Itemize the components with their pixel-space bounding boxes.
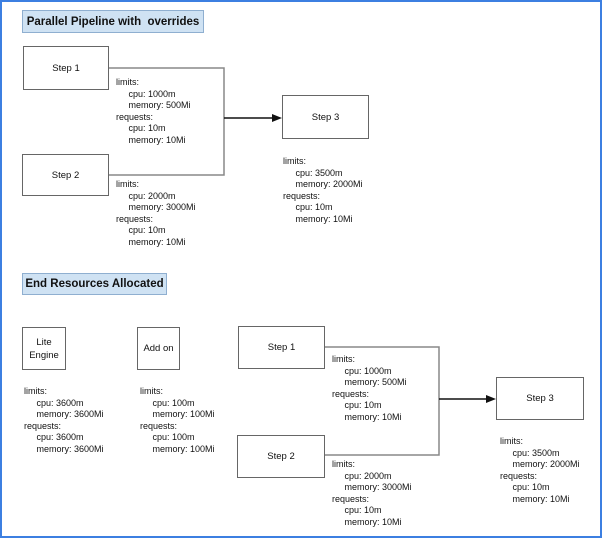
section2-add-on-resources: limits: cpu: 100m memory: 100Mi requests… bbox=[140, 386, 215, 454]
section1-step1-box: Step 1 bbox=[23, 46, 109, 90]
section1-title: Parallel Pipeline with overrides bbox=[22, 10, 204, 33]
section2-lite-engine-resources: limits: cpu: 3600m memory: 3600Mi reques… bbox=[24, 386, 104, 454]
section1-step2-resources: limits: cpu: 2000m memory: 3000Mi reques… bbox=[116, 179, 196, 247]
arrowhead-top-icon bbox=[272, 114, 282, 122]
connector-top-merge bbox=[109, 67, 225, 176]
section1-step2-box: Step 2 bbox=[22, 154, 109, 196]
section2-step3-resources: limits: cpu: 3500m memory: 2000Mi reques… bbox=[500, 436, 580, 504]
section2-step1-box: Step 1 bbox=[238, 326, 325, 369]
connector-bottom-merge bbox=[325, 346, 440, 456]
section2-title: End Resources Allocated bbox=[22, 273, 167, 295]
section1-step3-resources: limits: cpu: 3500m memory: 2000Mi reques… bbox=[283, 156, 363, 224]
section2-step3-box: Step 3 bbox=[496, 377, 584, 420]
section1-step3-box: Step 3 bbox=[282, 95, 369, 139]
section2-add-on-box: Add on bbox=[137, 327, 180, 370]
section2-step2-box: Step 2 bbox=[237, 435, 325, 478]
section2-lite-engine-box: Lite Engine bbox=[22, 327, 66, 370]
section2-step2-resources: limits: cpu: 2000m memory: 3000Mi reques… bbox=[332, 459, 412, 527]
arrowhead-bottom-icon bbox=[486, 395, 496, 403]
section2-step1-resources: limits: cpu: 1000m memory: 500Mi request… bbox=[332, 354, 407, 422]
section1-step1-resources: limits: cpu: 1000m memory: 500Mi request… bbox=[116, 77, 191, 145]
